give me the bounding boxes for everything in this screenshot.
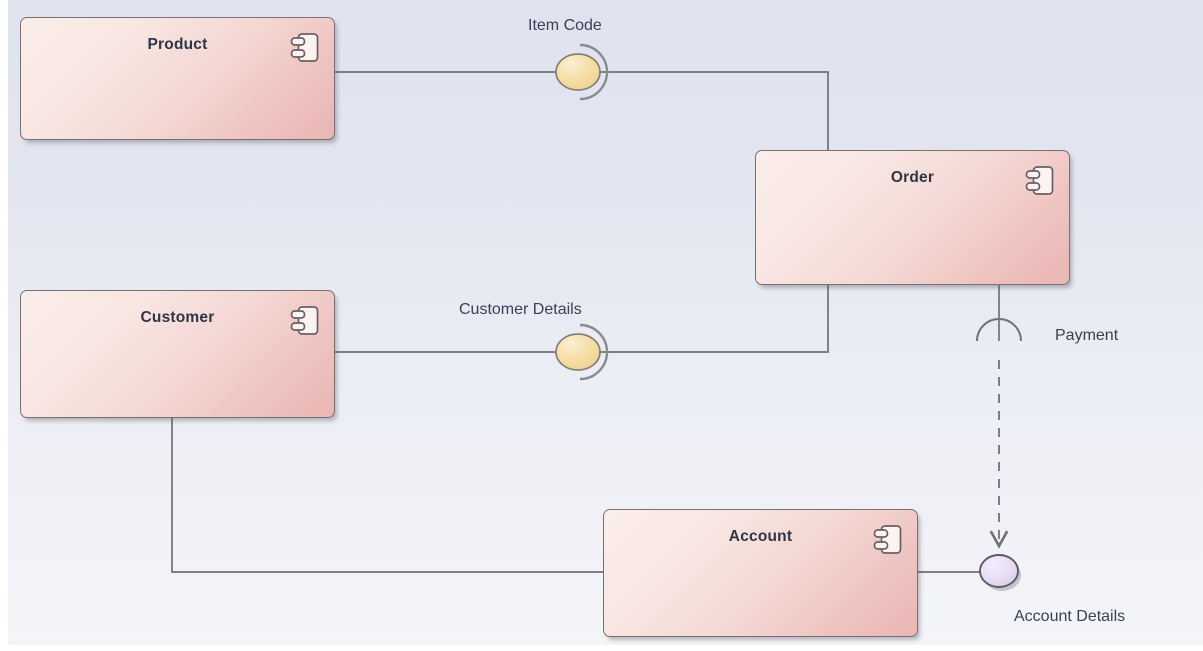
component-icon (873, 525, 902, 554)
component-product[interactable]: Product (20, 17, 335, 140)
account-details-ball (979, 554, 1019, 588)
component-icon (290, 306, 319, 335)
component-account-label: Account (728, 528, 793, 545)
interface-label-account-details: Account Details (1014, 608, 1126, 625)
customer-details-socket-arc (579, 323, 609, 381)
interface-account-details (979, 554, 1021, 591)
component-icon (290, 33, 319, 62)
component-customer[interactable]: Customer (20, 290, 335, 418)
interface-label-item-code: Item Code (528, 17, 602, 34)
customer-details-ball (555, 333, 601, 371)
component-order-label: Order (890, 169, 935, 186)
connection-customer-to-account (171, 418, 603, 573)
component-product-label: Product (147, 36, 208, 53)
interface-label-customer-details: Customer Details (459, 301, 582, 318)
interface-customer-details (555, 323, 609, 381)
connection-item-code-to-order (594, 71, 829, 150)
interface-label-payment: Payment (1055, 327, 1119, 344)
payment-socket-arc (976, 318, 1022, 342)
connection-customer-details-to-order (594, 285, 829, 353)
component-order[interactable]: Order (755, 150, 1070, 285)
component-customer-label: Customer (140, 309, 215, 326)
item-code-socket-arc (579, 43, 609, 101)
component-account[interactable]: Account (603, 509, 918, 637)
interface-item-code (555, 43, 609, 101)
item-code-ball (555, 53, 601, 91)
component-icon (1025, 166, 1054, 195)
